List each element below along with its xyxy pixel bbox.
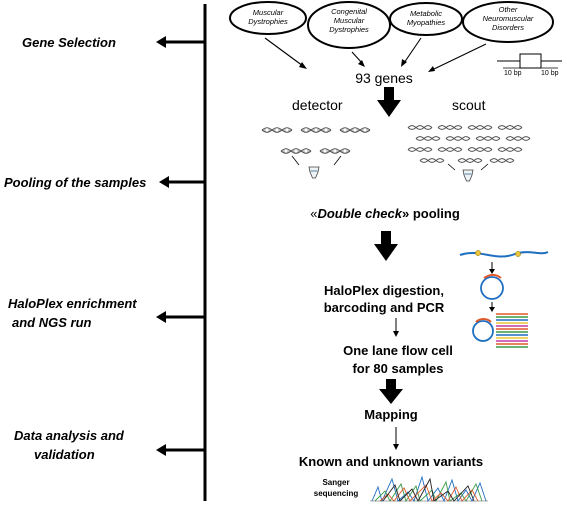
sanger-chromatogram: [370, 475, 488, 503]
big-arrow-3: [379, 379, 403, 404]
converging-arrows: [264, 37, 487, 72]
exon-right-label: 10 bp: [541, 70, 559, 77]
thin-arrow-2: [393, 427, 399, 450]
stage-label: Pooling of the samples: [4, 175, 146, 190]
disease-group-metabolic: Metabolic Myopathies: [389, 2, 463, 36]
sanger-line-1: Sanger: [322, 478, 349, 487]
mapping-label: Mapping: [364, 407, 417, 422]
disease-group-other: Other Neuromuscular Disorders: [462, 1, 554, 43]
oval-text: Disorders: [492, 23, 524, 32]
pipeline-detector: detector: [292, 97, 343, 113]
amplicon-stack: [496, 313, 528, 348]
big-arrow-1: [377, 87, 401, 117]
stage-label: Gene Selection: [22, 35, 116, 50]
stage-analysis: Data analysis and validation: [14, 428, 205, 462]
sanger-line-2: sequencing: [314, 489, 359, 498]
haloplex-illustration: [459, 250, 549, 348]
exon-diagram: 10 bp 10 bp: [497, 53, 562, 77]
digestion-line-1: HaloPlex digestion,: [324, 283, 444, 298]
big-arrow-2: [374, 231, 398, 261]
oval-text: Other: [499, 5, 518, 14]
oval-text: Muscular: [334, 16, 365, 25]
oval-text: Muscular: [253, 8, 284, 17]
digestion-line-2: barcoding and PCR: [324, 300, 445, 315]
stage-label: HaloPlex enrichment: [8, 296, 137, 311]
flowcell-line-1: One lane flow cell: [343, 343, 453, 358]
disease-group-muscular-dystrophies: Muscular Dystrophies: [229, 1, 307, 35]
genes-label: 93 genes: [355, 70, 413, 86]
exon-left-label: 10 bp: [504, 70, 522, 77]
stage-label: validation: [34, 447, 95, 462]
oval-text: Metabolic: [410, 9, 442, 18]
flowcell-line-2: for 80 samples: [352, 361, 443, 376]
stage-gene-selection: Gene Selection: [22, 35, 205, 50]
oval-text: Dystrophies: [248, 17, 288, 26]
stage-pooling: Pooling of the samples: [4, 175, 205, 190]
oval-text: Myopathies: [407, 18, 446, 27]
oval-text: Congenital: [331, 7, 367, 16]
scout-dna-cluster: [407, 125, 531, 182]
oval-text: Dystrophies: [329, 25, 369, 34]
variants-label: Known and unknown variants: [299, 454, 483, 469]
stage-haloplex: HaloPlex enrichment and NGS run: [8, 296, 205, 330]
pipeline-scout: scout: [452, 97, 486, 113]
oval-text: Neuromuscular: [483, 14, 534, 23]
detector-dna-cluster: [261, 127, 371, 179]
stage-label: Data analysis and: [14, 428, 125, 443]
thin-arrow-1: [393, 318, 399, 337]
pooling-label: «Double check» pooling: [310, 206, 460, 221]
disease-group-congenital: Congenital Muscular Dystrophies: [307, 1, 391, 49]
stage-label: and NGS run: [12, 315, 92, 330]
